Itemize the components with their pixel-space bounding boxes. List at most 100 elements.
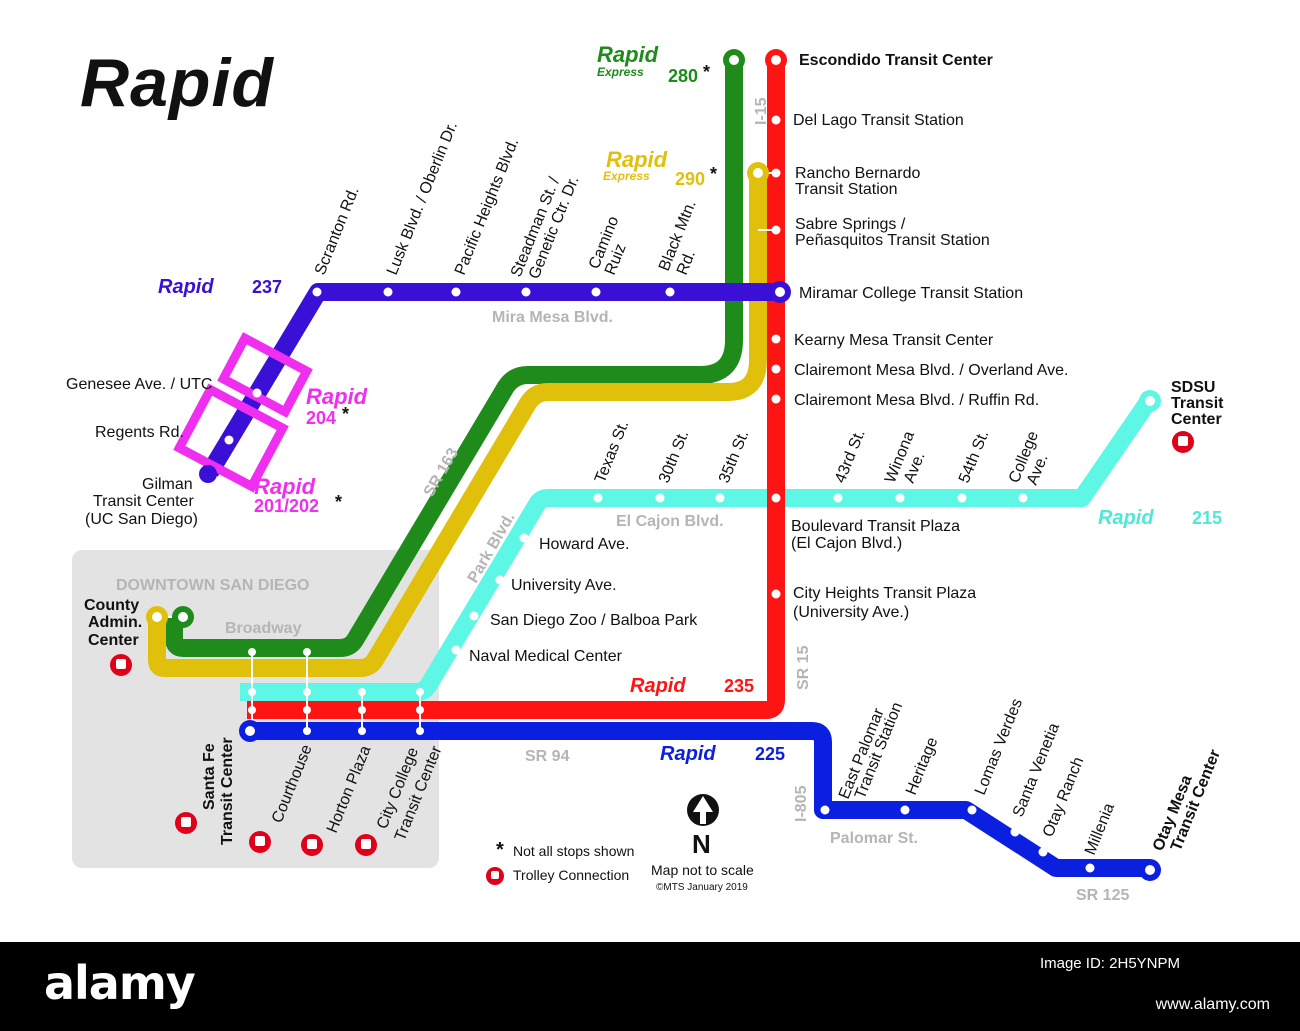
svg-text:Rapid: Rapid: [254, 474, 316, 499]
station-millenia: Millenia: [1082, 801, 1118, 858]
svg-text:Center: Center: [1171, 411, 1222, 428]
svg-text:Center: Center: [88, 632, 139, 649]
legend-not-scale: Map not to scale: [651, 862, 754, 878]
svg-text:(El Cajon Blvd.): (El Cajon Blvd.): [791, 535, 902, 552]
route-237-label: Rapid 237: [158, 276, 282, 298]
broadway-label: Broadway: [225, 620, 302, 637]
svg-text:Transit Station: Transit Station: [795, 181, 898, 198]
station-54th: 54th St.: [956, 428, 992, 486]
svg-text:Rapid: Rapid: [660, 743, 716, 765]
station-clair-overland: Clairemont Mesa Blvd. / Overland Ave.: [794, 362, 1069, 379]
svg-text:290: 290: [675, 169, 705, 189]
road-sr125: SR 125: [1076, 887, 1129, 904]
footer-image-id: Image ID: 2H5YNPM: [1039, 955, 1180, 972]
station-miramar: Miramar College Transit Station: [799, 285, 1023, 302]
svg-text:Transit Center: Transit Center: [219, 737, 236, 845]
station-genesee: Genesee Ave. / UTC: [66, 376, 212, 393]
svg-text:(UC San Diego): (UC San Diego): [85, 511, 198, 528]
station-scranton: Scranton Rd.: [312, 185, 363, 278]
station-clair-ruffin: Clairemont Mesa Blvd. / Ruffin Rd.: [794, 392, 1039, 409]
road-mira-mesa: Mira Mesa Blvd.: [492, 309, 613, 326]
road-el-cajon: El Cajon Blvd.: [616, 513, 724, 530]
legend-star: *: [496, 839, 504, 861]
svg-text:280: 280: [668, 66, 698, 86]
downtown-label: DOWNTOWN SAN DIEGO: [116, 577, 309, 594]
station-zoo: San Diego Zoo / Balboa Park: [490, 612, 698, 629]
station-sdsu: SDSU: [1171, 379, 1215, 396]
station-county: County: [84, 597, 139, 614]
station-heritage: Heritage: [903, 735, 941, 798]
road-palomar: Palomar St.: [830, 830, 918, 847]
svg-text:Express: Express: [597, 65, 644, 79]
station-sabre: Sabre Springs /: [795, 216, 906, 233]
footer-site: www.alamy.com: [1155, 996, 1270, 1013]
stops: [146, 49, 1161, 881]
svg-text:Peñasquitos Transit Station: Peñasquitos Transit Station: [795, 232, 990, 249]
route-280-label: Rapid Express 280 *: [597, 42, 710, 86]
north-arrow-icon: N: [687, 794, 719, 859]
legend-copyright: ©MTS January 2019: [656, 882, 748, 893]
station-43rd: 43rd St.: [832, 427, 869, 485]
svg-text:*: *: [703, 62, 710, 82]
station-boulevard: Boulevard Transit Plaza: [791, 518, 960, 535]
rapid-logo: Rapid: [80, 45, 274, 121]
station-otay-ranch: Otay Ranch: [1040, 755, 1087, 840]
svg-text:201/202: 201/202: [254, 496, 319, 516]
svg-text:204: 204: [306, 408, 336, 428]
svg-text:Rapid: Rapid: [1098, 507, 1154, 529]
svg-text:*: *: [342, 404, 349, 424]
station-35th: 35th St.: [716, 428, 752, 486]
footer-brand: alamy: [44, 956, 196, 1010]
station-howard: Howard Ave.: [539, 536, 629, 553]
svg-text:225: 225: [755, 744, 785, 764]
route-215-label: Rapid 215: [1098, 507, 1222, 529]
legend-not-all: Not all stops shown: [513, 843, 634, 859]
route-290-label: Rapid Express 290 *: [603, 147, 717, 189]
svg-text:Rapid: Rapid: [306, 384, 368, 409]
station-naval: Naval Medical Center: [469, 648, 623, 665]
svg-text:Rapid: Rapid: [80, 45, 274, 121]
route-204-label: Rapid 204 *: [306, 384, 368, 428]
station-escondido: Escondido Transit Center: [799, 52, 993, 69]
svg-text:Transit: Transit: [1171, 395, 1224, 412]
route-map-svg: DOWNTOWN SAN DIEGO Broadway Rapid: [66, 42, 1224, 904]
station-lusk: Lusk Blvd. / Oberlin Dr.: [384, 119, 461, 277]
station-kearny: Kearny Mesa Transit Center: [794, 332, 994, 349]
route-235-line: [247, 60, 785, 719]
svg-text:215: 215: [1192, 508, 1222, 528]
route-201-loop: [173, 383, 289, 493]
route-290-line: [148, 173, 767, 677]
route-280-line: [165, 60, 743, 657]
route-201-label: Rapid 201/202 *: [254, 474, 342, 516]
terminal-gilman: [199, 465, 217, 483]
road-i15: I-15: [753, 97, 770, 125]
svg-text:*: *: [335, 492, 342, 512]
station-del-lago: Del Lago Transit Station: [793, 112, 964, 129]
svg-text:237: 237: [252, 277, 282, 297]
road-i805: I-805: [793, 785, 810, 822]
svg-text:Rapid: Rapid: [630, 675, 686, 697]
road-sr94: SR 94: [525, 748, 570, 765]
station-30th: 30th St.: [656, 428, 692, 486]
route-235-label: Rapid 235: [630, 675, 754, 697]
svg-text:235: 235: [724, 676, 754, 696]
svg-text:Admin.: Admin.: [88, 614, 142, 631]
station-texas: Texas St.: [592, 418, 632, 485]
svg-text:*: *: [710, 164, 717, 184]
svg-text:Transit Center: Transit Center: [93, 493, 194, 510]
station-pacific: Pacific Heights Blvd.: [452, 136, 522, 278]
station-regents: Regents Rd.: [95, 424, 184, 441]
road-sr15: SR 15: [795, 645, 812, 690]
station-santafe: Santa Fe: [201, 743, 218, 810]
station-rancho: Rancho Bernardo: [795, 165, 921, 182]
route-225-line: [247, 722, 1150, 877]
watermark-footer: alamy Image ID: 2H5YNPM www.alamy.com: [0, 942, 1300, 1031]
svg-text:Rapid: Rapid: [158, 276, 214, 298]
svg-text:Rapid: Rapid: [597, 42, 659, 67]
station-gilman: Gilman: [142, 476, 193, 493]
route-225-label: Rapid 225: [660, 743, 785, 765]
trolley-glyphs: [116, 436, 1188, 879]
station-university: University Ave.: [511, 577, 617, 594]
svg-text:Express: Express: [603, 169, 650, 183]
